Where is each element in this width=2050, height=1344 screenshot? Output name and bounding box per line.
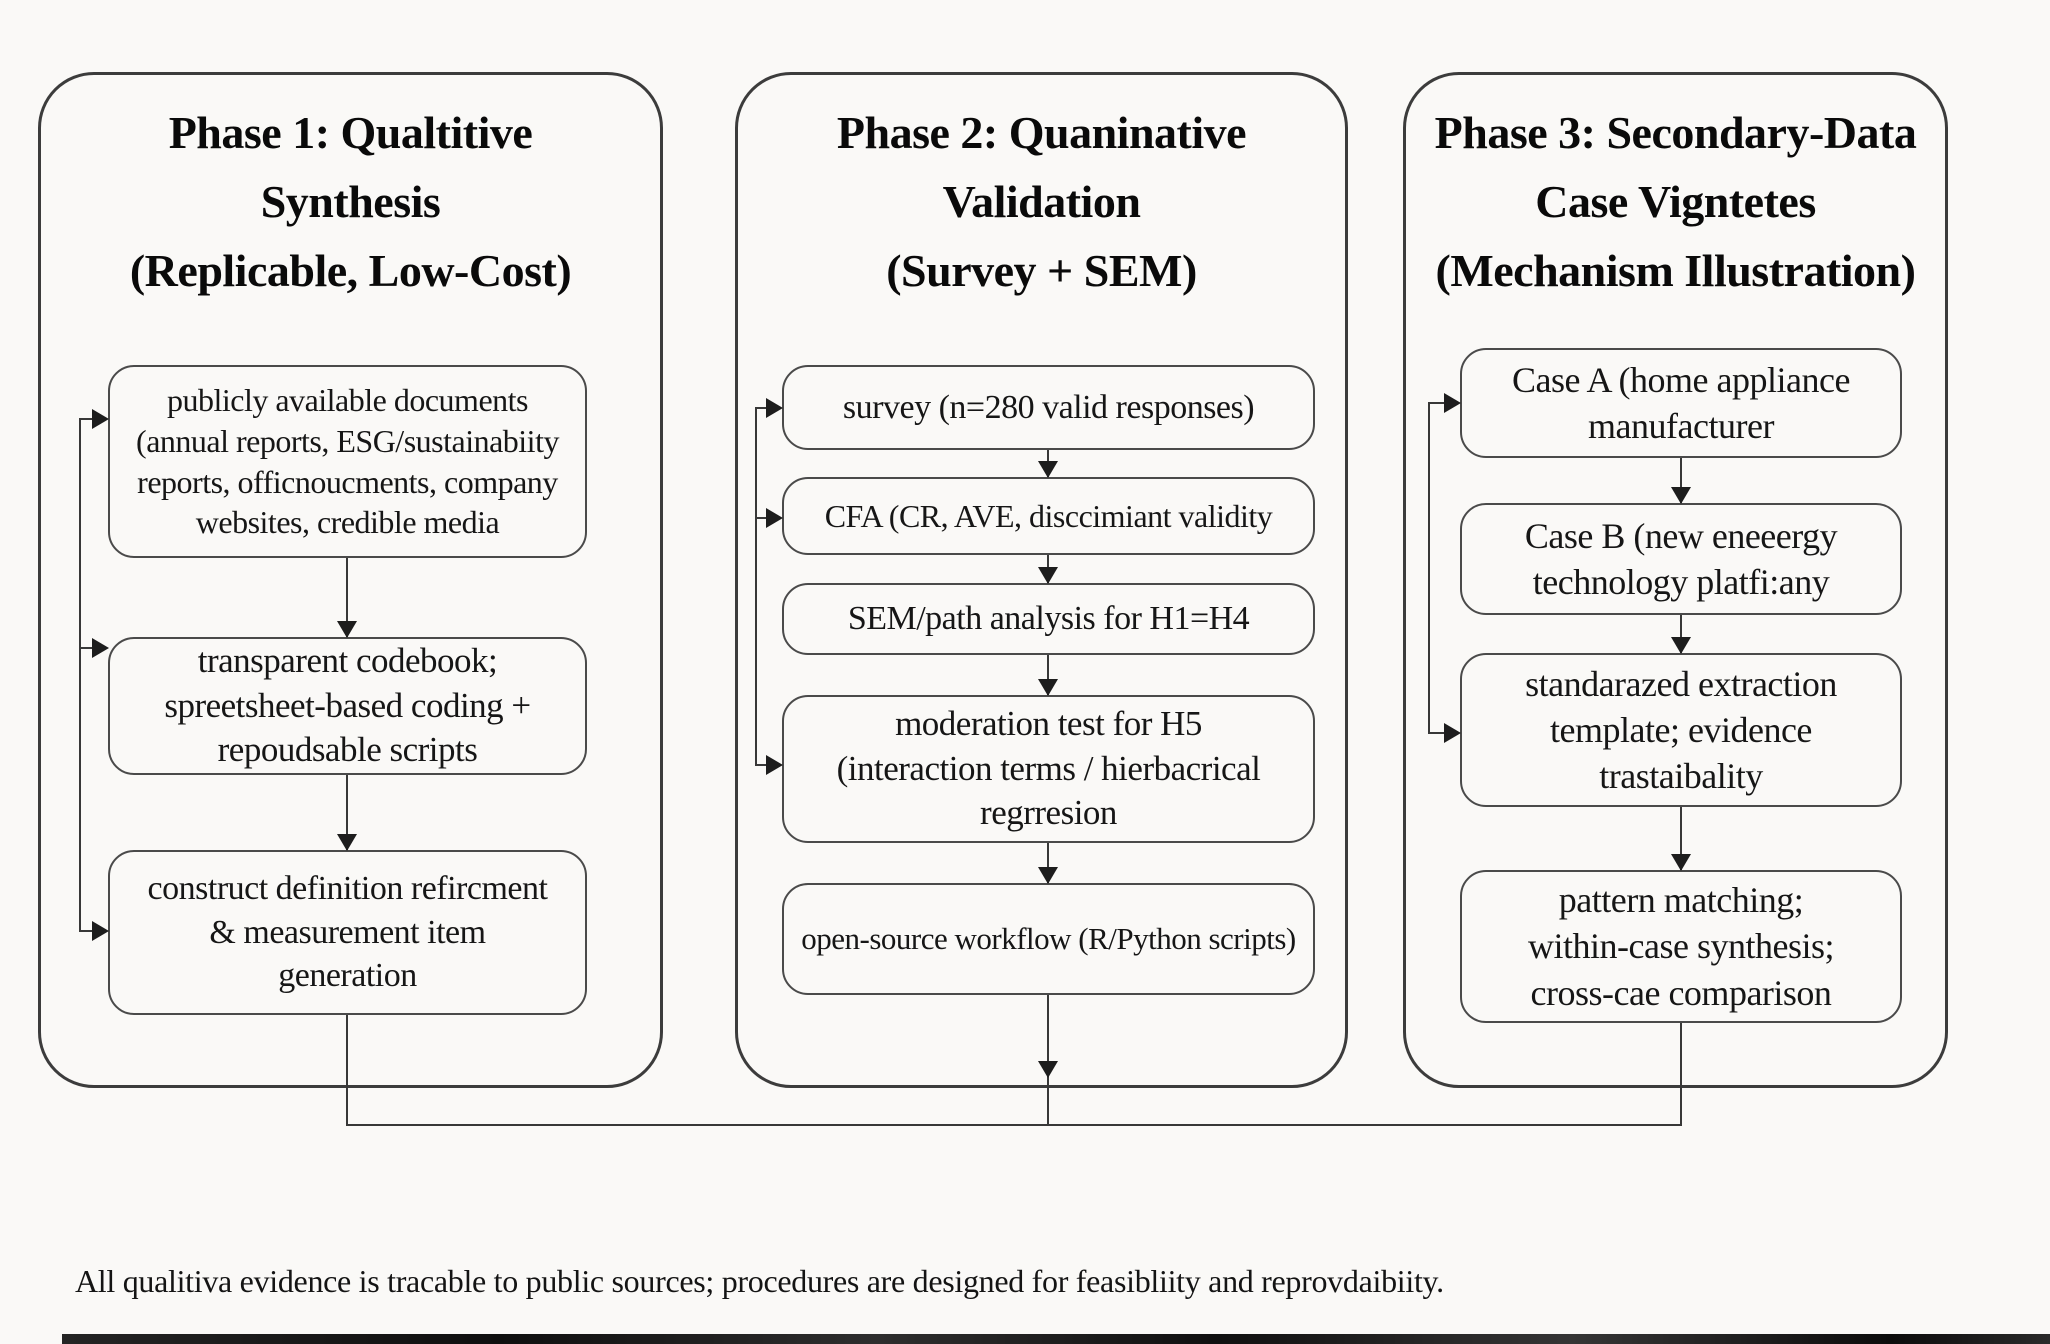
connector-p3-drop [1680, 1023, 1682, 1126]
arrow-p1-documents-to-codebook [346, 558, 348, 637]
node-sem-path: SEM/path analysis for H1=H4 [782, 583, 1315, 655]
feedback-line-p3 [1428, 402, 1430, 733]
connector-bottom-bus [346, 1124, 1682, 1126]
feedback-line-p1 [79, 418, 81, 932]
phase3-title: Phase 3: Secondary-Data Case Vigntetes (… [1434, 107, 1917, 296]
connector-p2-drop [1047, 995, 1049, 1126]
phase1-title: Phase 1: Qualtitive Synthesis (Replicabl… [129, 107, 572, 296]
arrow-p1-codebook-to-construct [346, 775, 348, 850]
feedback-arrow-p2-moderation [755, 764, 781, 766]
connector-p1-drop [346, 1015, 348, 1126]
node-moderation-test: moderation test for H5 (interaction term… [782, 695, 1315, 843]
arrow-p2-cfa-to-sem [1047, 555, 1049, 583]
node-survey: survey (n=280 valid responses) [782, 365, 1315, 450]
feedback-arrow-p3-casea [1428, 402, 1459, 404]
connector-p2-arrowhead [1038, 1061, 1058, 1078]
arrow-p2-survey-to-cfa [1047, 450, 1049, 477]
feedback-arrow-p2-cfa [755, 517, 781, 519]
arrow-p2-moderation-to-workflow [1047, 843, 1049, 883]
phase2-container [735, 72, 1348, 1088]
feedback-arrow-p3-template [1428, 732, 1459, 734]
feedback-arrow-p1-construct [79, 930, 107, 932]
node-extraction-template: standarazed extraction template; evidenc… [1460, 653, 1902, 807]
feedback-arrow-p2-survey [755, 407, 781, 409]
node-codebook: transparent codebook; spreetsheet-based … [108, 637, 587, 775]
feedback-arrow-p1-documents [79, 418, 107, 420]
arrow-p2-sem-to-moderation [1047, 655, 1049, 695]
node-case-b: Case B (new eneeergy technology platfi:a… [1460, 503, 1902, 615]
figure-caption: All qualitiva evidence is tracable to pu… [75, 1263, 1444, 1299]
arrow-p3-caseb-to-template [1680, 615, 1682, 653]
phase3-container [1403, 72, 1948, 1088]
node-case-a: Case A (home appliance manufacturer [1460, 348, 1902, 458]
feedback-line-p2 [755, 407, 757, 765]
node-pattern-matching: pattern matching; within-case synthesis;… [1460, 870, 1902, 1023]
arrow-p3-casea-to-caseb [1680, 458, 1682, 503]
arrow-p3-template-to-pattern [1680, 807, 1682, 870]
node-cfa: CFA (CR, AVE, disccimiant validity [782, 477, 1315, 555]
node-open-source-workflow: open-source workflow (R/Python scripts) [782, 883, 1315, 995]
bottom-artifact-band [62, 1334, 2050, 1344]
phase2-title: Phase 2: Quaninative Validation (Survey … [836, 107, 1247, 296]
node-construct-definition: construct definition refircment & measur… [108, 850, 587, 1015]
feedback-arrow-p1-codebook [79, 647, 107, 649]
node-public-documents: publicly available documents (annual rep… [108, 365, 587, 558]
phase1-container [38, 72, 663, 1088]
